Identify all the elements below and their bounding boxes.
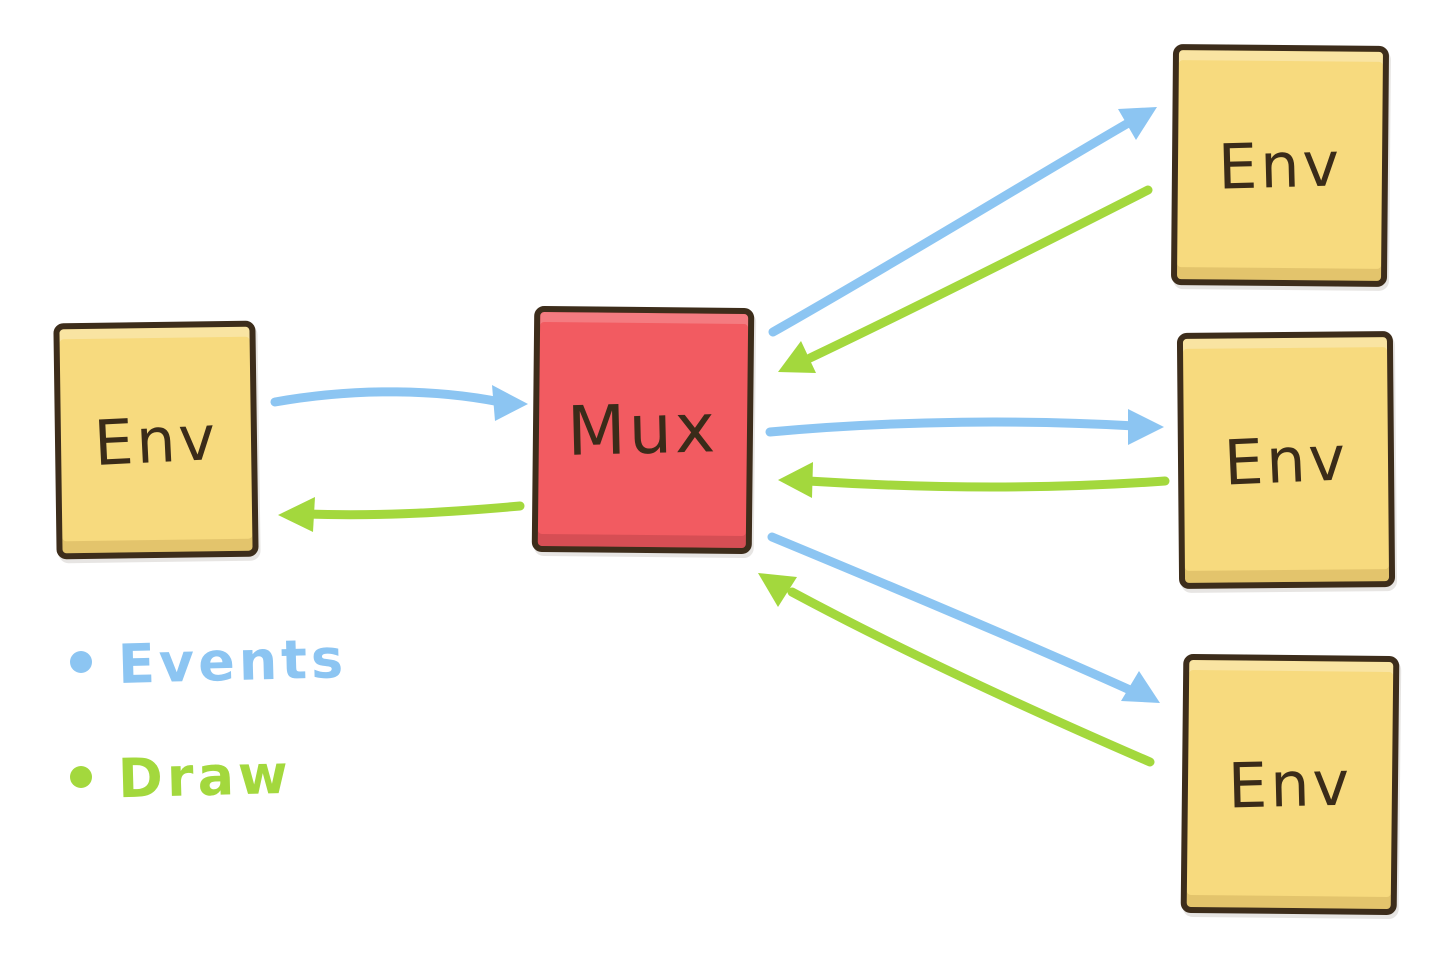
legend-events-label: Events — [117, 627, 348, 696]
events-arrow-mux-to-envmiddle — [765, 417, 1140, 437]
draw-arrowhead-envbottom-to-mux — [758, 573, 797, 607]
events-arrow-mux-to-envbottom — [767, 532, 1135, 695]
draw-arrow-mux-to-envleft — [300, 501, 525, 520]
draw-arrow-envbottom-to-mux — [787, 587, 1155, 767]
draw-arrowhead-envtop-to-mux — [778, 341, 816, 373]
draw-bullet-icon — [70, 765, 92, 788]
legend-draw-label: Draw — [117, 742, 293, 811]
legend: Events Draw — [70, 627, 348, 860]
node-env-left: Env — [53, 320, 259, 560]
draw-arrowhead-mux-to-envleft — [278, 497, 315, 532]
events-arrow-mux-to-envtop — [768, 117, 1135, 337]
events-arrowhead-mux-to-envbottom — [1121, 671, 1160, 703]
node-env-left-label: Env — [92, 400, 220, 480]
events-arrowhead-envleft-to-mux — [492, 385, 528, 421]
events-bullet-icon — [70, 650, 92, 673]
events-arrowhead-mux-to-envtop — [1118, 107, 1157, 140]
events-arrow-envleft-to-mux — [270, 387, 505, 407]
node-env-middle: Env — [1176, 331, 1396, 589]
draw-arrow-envtop-to-mux — [805, 185, 1153, 363]
legend-row-draw: Draw — [70, 742, 347, 811]
node-env-bottom-label: Env — [1227, 746, 1353, 823]
draw-arrowhead-envmiddle-to-mux — [778, 462, 813, 498]
legend-row-events: Events — [70, 627, 348, 696]
node-mux-label: Mux — [566, 388, 720, 472]
events-arrowhead-mux-to-envmiddle — [1128, 409, 1164, 445]
node-env-top-label: Env — [1216, 127, 1344, 204]
node-mux: Mux — [531, 305, 755, 555]
draw-arrow-envmiddle-to-mux — [803, 476, 1170, 492]
node-env-top: Env — [1170, 44, 1390, 287]
node-env-bottom: Env — [1180, 653, 1400, 916]
node-env-middle-label: Env — [1222, 420, 1350, 500]
